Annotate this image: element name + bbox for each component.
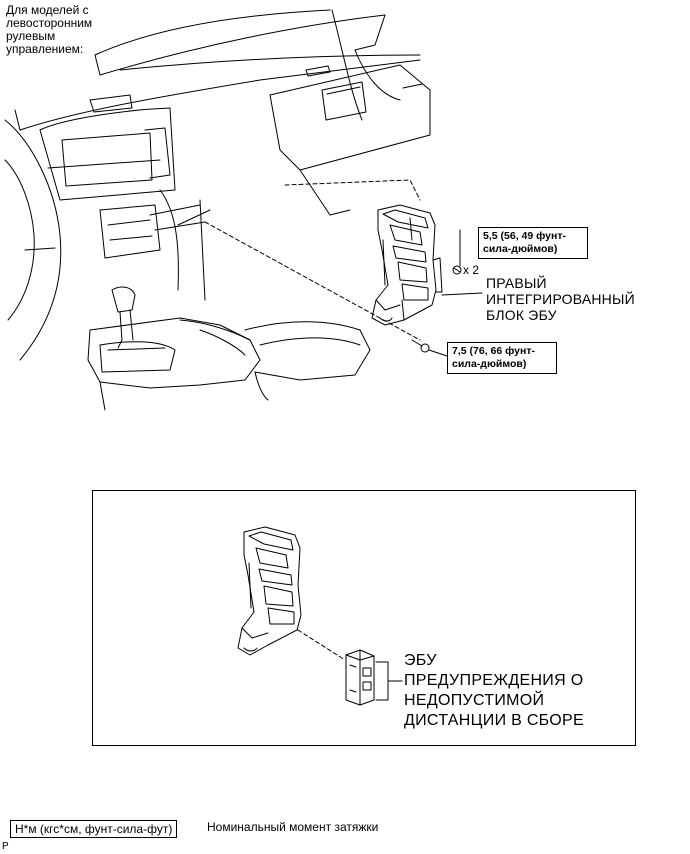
windshield-edge (94, 9, 331, 56)
distance-warning-ecu-label-line: НЕДОПУСТИМОЙ (404, 692, 545, 709)
passenger-dash-panel (269, 64, 431, 171)
gear-shift-knob (111, 286, 136, 313)
inset-ecu-block (237, 526, 302, 656)
torque-spec-line: 7,5 (76, 66 фунт- (452, 345, 535, 357)
model-note-line: левосторонним (6, 16, 93, 30)
center-console-stack (99, 204, 161, 259)
corner-mark: P (2, 841, 9, 852)
distance-warning-ecu-label-line: ПРЕДУПРЕЖДЕНИЯ О (404, 672, 584, 689)
model-note-line: Для моделей с (6, 3, 89, 17)
leader-dash-2 (284, 179, 421, 201)
model-note-line: рулевым (6, 29, 56, 43)
torque-spec-top: 5,5 (56, 49 фунт- сила-дюймов) (478, 227, 588, 259)
integrated-ecu-label: ПРАВЫЙ ИНТЕГРИРОВАННЫЙ БЛОК ЭБУ (486, 275, 635, 323)
center-console (87, 317, 261, 389)
shifter-boot (99, 341, 176, 373)
distance-warning-ecu (345, 649, 375, 706)
torque-spec-line: 5,5 (56, 49 фунт- (483, 230, 566, 242)
vent-right (321, 81, 367, 121)
nut-top (452, 229, 462, 275)
model-note: Для моделей с левосторонним рулевым упра… (6, 4, 116, 56)
quantity-multiplier: x 2 (463, 263, 480, 277)
center-screen (61, 132, 153, 187)
integrated-ecu-label-line: ПРАВЫЙ (486, 275, 547, 291)
model-note-line: управлением: (6, 42, 84, 56)
integrated-ecu-label-line: БЛОК ЭБУ (486, 307, 557, 323)
bolt-bottom (411, 339, 448, 357)
steering-wheel-inner (4, 159, 35, 321)
distance-warning-ecu-label-line: ДИСТАНЦИИ В СБОРЕ (404, 712, 584, 729)
integrated-ecu-label-line: ИНТЕГРИРОВАННЫЙ (486, 291, 635, 307)
windshield-edge-2 (99, 14, 386, 76)
steering-wheel-outer (4, 119, 62, 361)
armrest (244, 321, 371, 381)
inset-frame (92, 490, 636, 746)
legend-unit-box: Н*м (кгс*см, фунт-сила-фут) (10, 820, 178, 838)
distance-warning-ecu-label: ЭБУ ПРЕДУПРЕЖДЕНИЯ О НЕДОПУСТИМОЙ ДИСТАН… (404, 651, 584, 731)
torque-spec-bottom: 7,5 (76, 66 фунт- сила-дюймов) (447, 342, 557, 374)
dash-upper-curve (119, 54, 421, 71)
integrated-ecu-block (371, 204, 443, 326)
distance-warning-ecu-label-line: ЭБУ (404, 652, 437, 669)
legend-description: Номинальный момент затяжки (207, 820, 379, 834)
torque-spec-line: сила-дюймов) (483, 243, 558, 255)
instrument-panel (39, 107, 176, 201)
dash-top-edge (19, 59, 421, 131)
glovebox-handle (305, 65, 331, 77)
inset-leader (297, 629, 346, 661)
torque-spec-line: сила-дюймов) (452, 358, 527, 370)
